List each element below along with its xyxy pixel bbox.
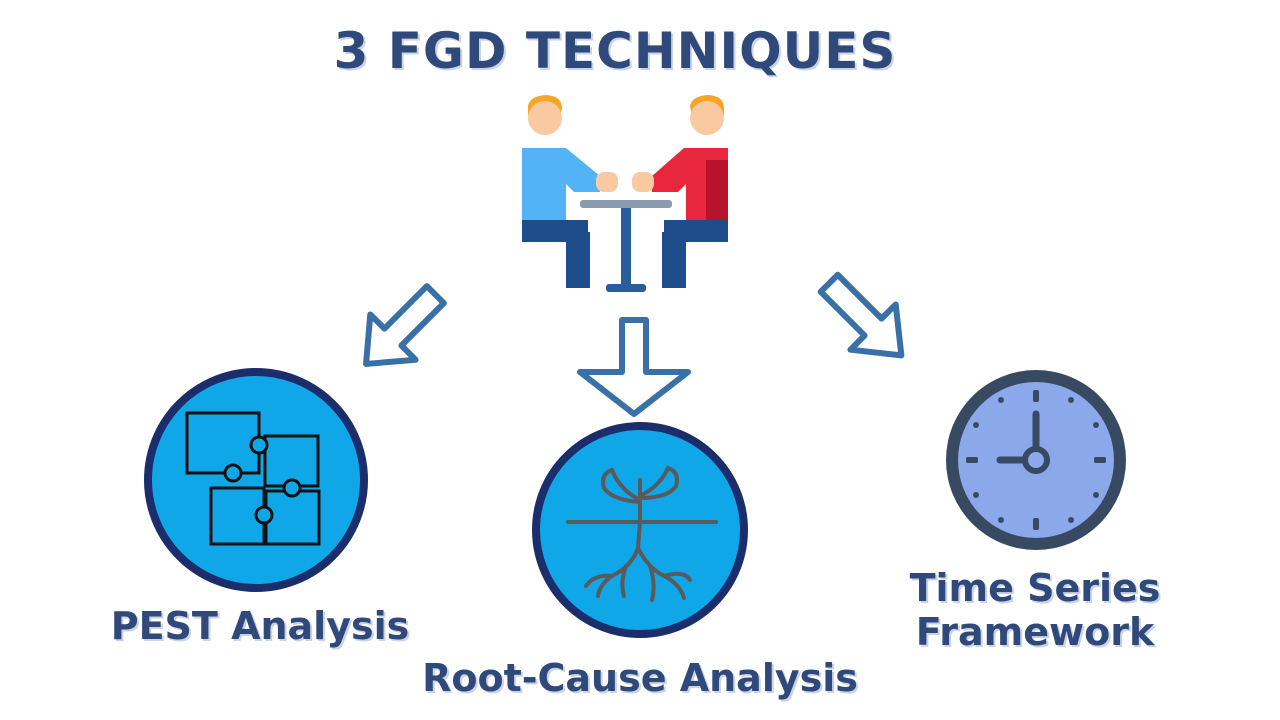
arrow-down-right-icon: [807, 261, 924, 378]
meeting-people-icon: [522, 95, 728, 292]
clock-icon: [946, 370, 1126, 550]
arrow-down-icon: [580, 320, 688, 414]
time-series-label-line1: Time Series: [880, 566, 1190, 610]
time-series-framework-label: Time Series Framework: [880, 566, 1190, 654]
pest-analysis-label: PEST Analysis: [110, 604, 410, 648]
arrow-down-left-icon: [343, 272, 458, 387]
root-cause-circle: [536, 426, 744, 634]
root-cause-analysis-label: Root-Cause Analysis: [420, 656, 860, 700]
pest-analysis-circle: [148, 372, 364, 588]
time-series-label-line2: Framework: [880, 610, 1190, 654]
